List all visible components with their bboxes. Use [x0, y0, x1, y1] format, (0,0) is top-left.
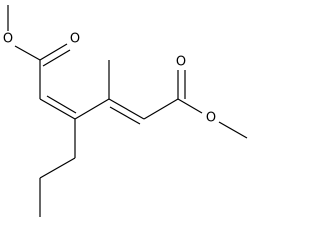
bond-alkene-left-1 [39, 98, 76, 120]
bond-carbonyl-c-o-left-1 [39, 43, 68, 61]
atom-o-ester-left: O [3, 32, 13, 47]
bond-c-o-ester-right [177, 98, 203, 114]
atom-o-carbonyl-left: O [70, 32, 80, 47]
atom-o-carbonyl-right: O [176, 55, 186, 70]
bond-o-methyl-left [14, 45, 41, 61]
bond-central-to-right-vinyl [74, 98, 110, 120]
bond-propyl-1 [39, 157, 76, 179]
atom-o-ester-right: O [206, 111, 216, 126]
bond-alkene-left-2 [46, 95, 77, 114]
molecule-canvas: O O O O [2, 5, 248, 217]
bond-alkene-right-2 [109, 106, 141, 125]
bond-carbonyl-c-o-left-2 [42, 49, 71, 67]
bond-alkene-right-1 [108, 98, 145, 120]
structure-drawing: O O O O [3, 5, 248, 217]
bond-alkene-to-carbonyl-right [143, 98, 179, 120]
bond-o-methyl-right [218, 121, 248, 139]
